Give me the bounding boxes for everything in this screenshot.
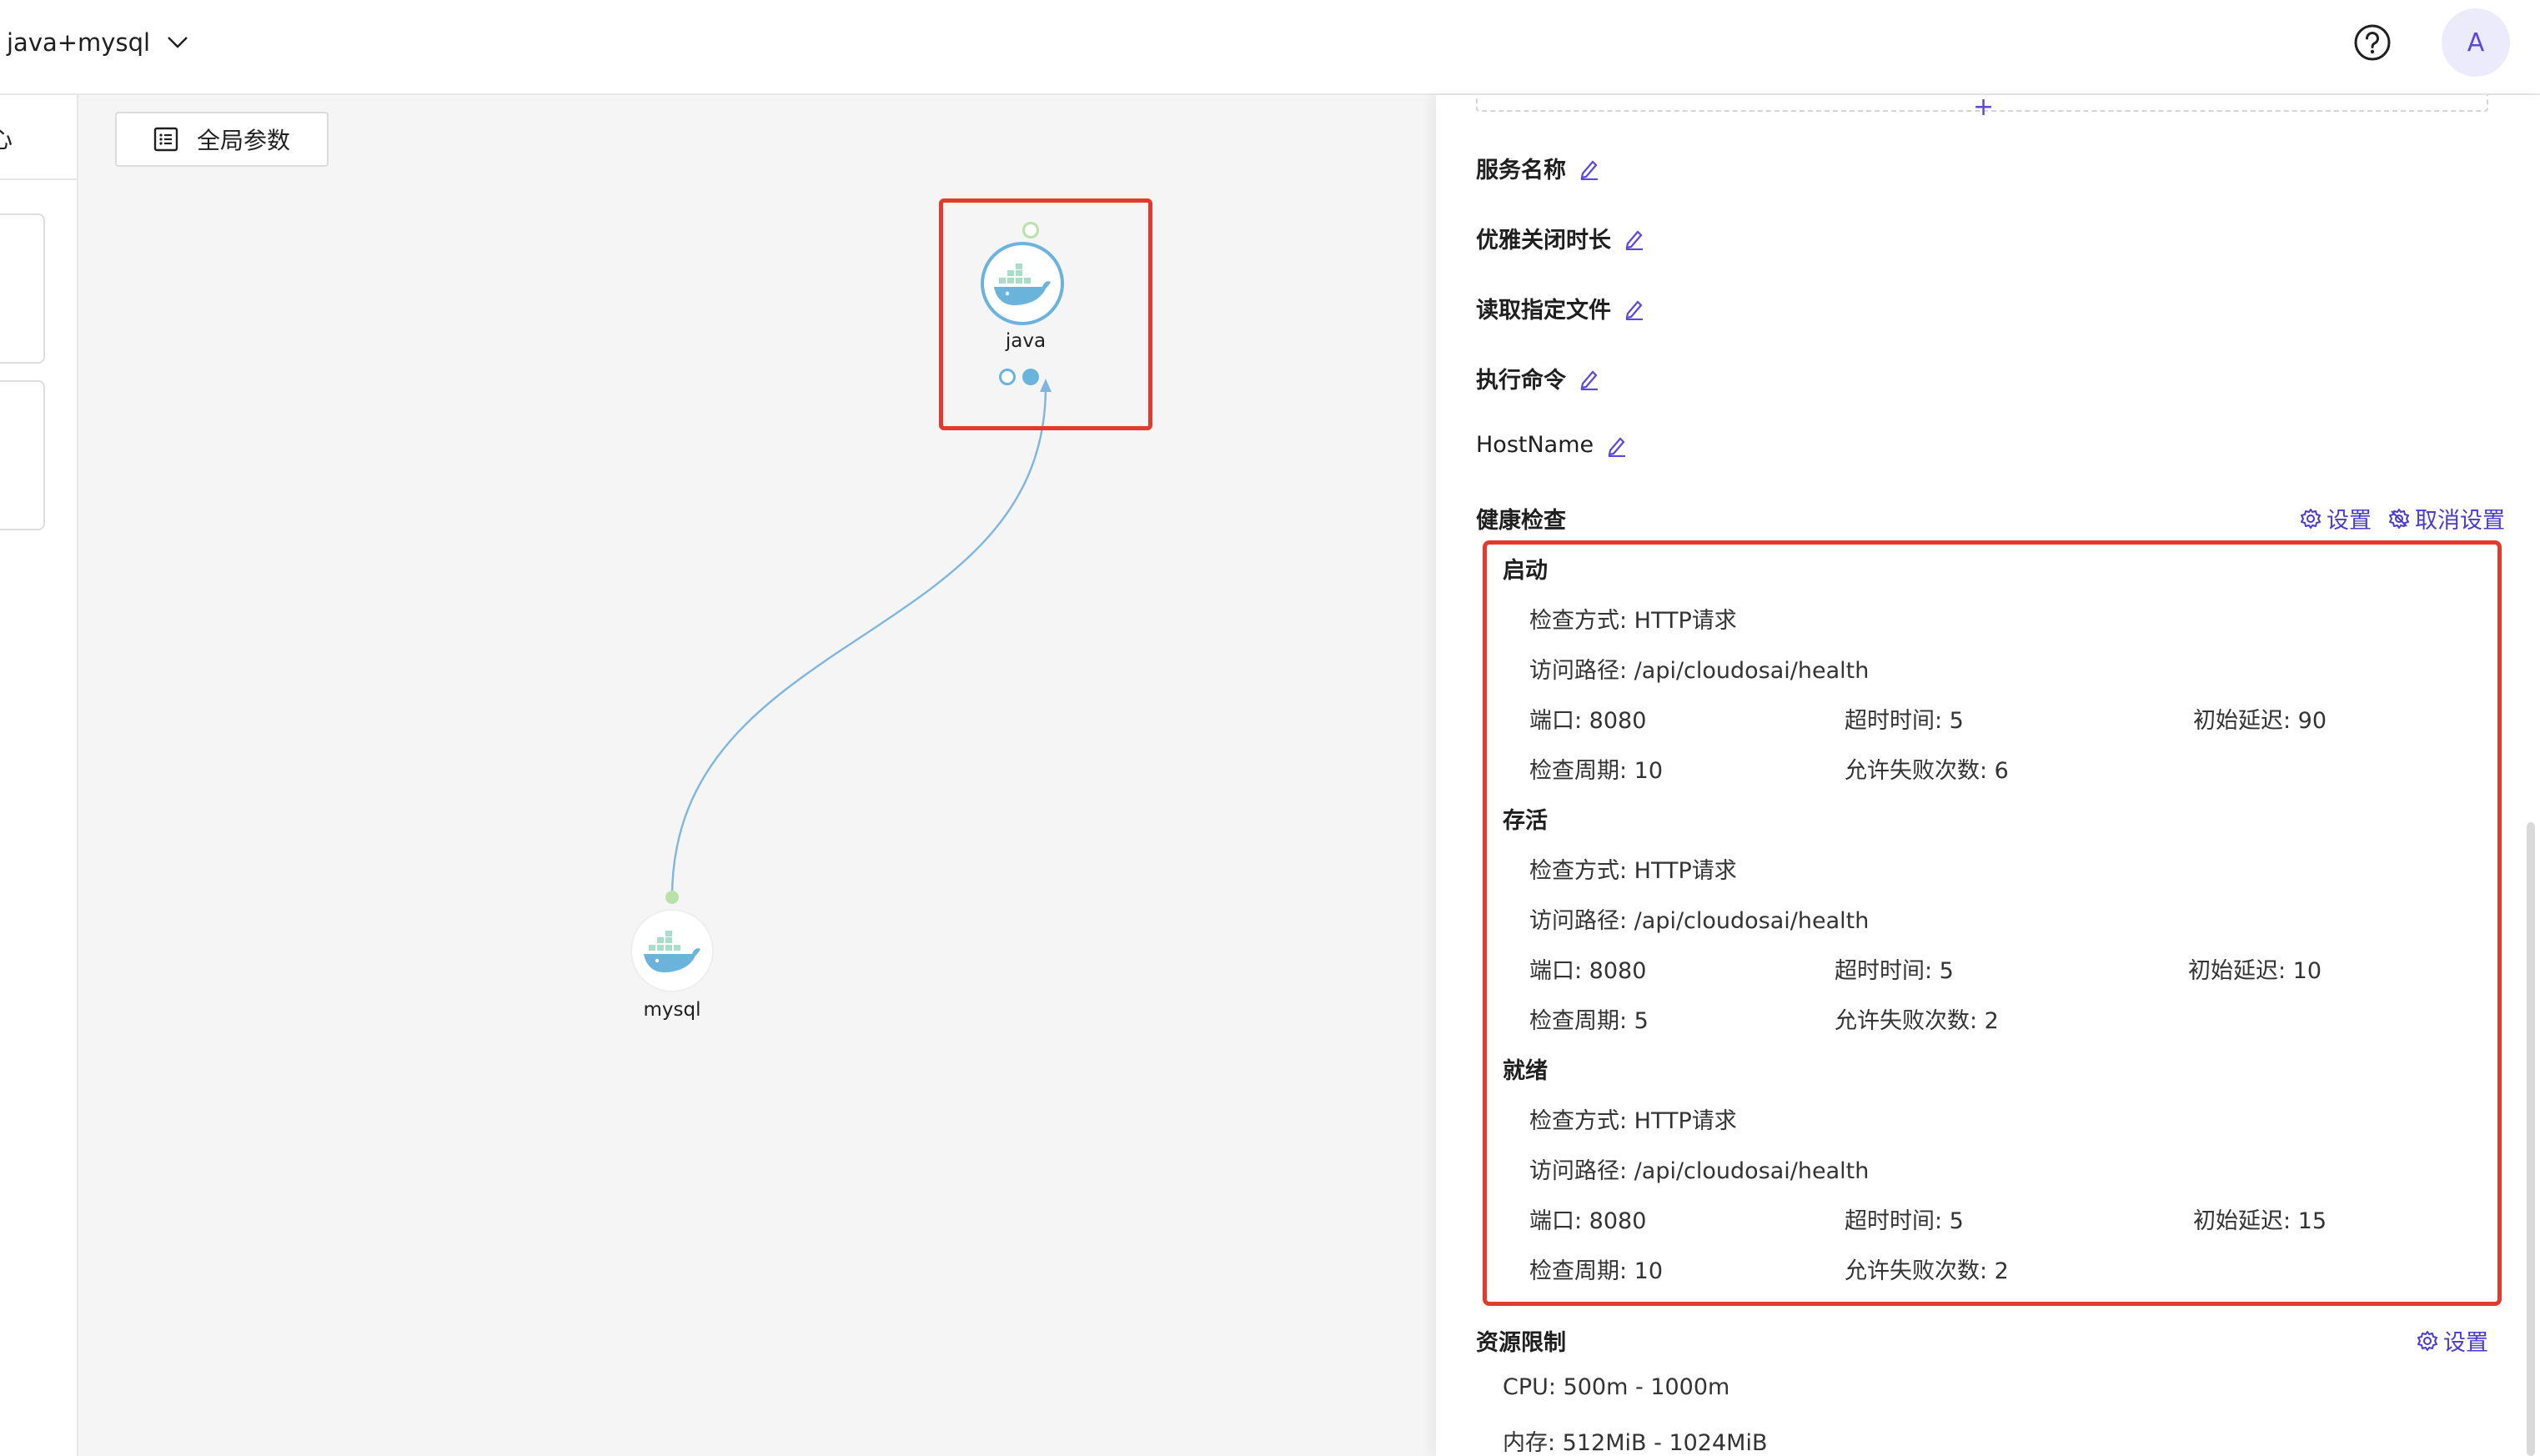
mysql-node-label: mysql bbox=[643, 999, 701, 1021]
sidebar-divider bbox=[0, 178, 77, 180]
chevron-down-icon bbox=[168, 37, 188, 48]
health-group-title: 就绪 bbox=[1503, 1058, 1548, 1084]
java-node-label: java bbox=[1005, 330, 1047, 352]
resource-cpu: CPU: 500m - 1000m bbox=[1503, 1374, 1730, 1400]
gear-icon bbox=[2301, 508, 2321, 529]
health-check-actions: 设置 取消设置 bbox=[2283, 502, 2505, 535]
health-method: 检查方式: HTTP请求 bbox=[1529, 608, 1737, 634]
gear-off-icon bbox=[2389, 508, 2409, 529]
resource-limit-title: 资源限制 bbox=[1476, 1330, 1566, 1356]
health-check-title: 健康检查 bbox=[1476, 508, 1566, 534]
top-bar: java+mysql A bbox=[0, 0, 2540, 95]
health-timeout: 超时时间: 5 bbox=[1845, 708, 1964, 734]
health-path: 访问路径: /api/cloudosai/health bbox=[1529, 1158, 1870, 1184]
user-avatar[interactable]: A bbox=[2442, 8, 2510, 77]
edit-icon[interactable] bbox=[1623, 227, 1646, 250]
field-exec-command: 执行命令 bbox=[1476, 362, 1601, 394]
health-method: 检查方式: HTTP请求 bbox=[1529, 858, 1737, 884]
service-config-panel: + 服务名称 优雅关闭时长 读取指定文件 执行命令 HostName 健康检查 … bbox=[1436, 95, 2540, 1456]
field-label: 读取指定文件 bbox=[1476, 298, 1611, 324]
add-area[interactable]: + bbox=[1476, 95, 2488, 120]
docker-icon bbox=[644, 931, 700, 972]
health-failures: 允许失败次数: 6 bbox=[1845, 758, 2009, 784]
help-icon[interactable] bbox=[2353, 23, 2392, 62]
health-method: 检查方式: HTTP请求 bbox=[1529, 1108, 1737, 1134]
java-output-port[interactable] bbox=[999, 369, 1016, 385]
edit-icon[interactable] bbox=[1578, 157, 1601, 180]
field-label: HostName bbox=[1476, 432, 1594, 458]
java-input-port[interactable] bbox=[1022, 369, 1039, 385]
field-read-file: 读取指定文件 bbox=[1476, 292, 1646, 324]
field-label: 执行命令 bbox=[1476, 368, 1566, 394]
health-initial-delay: 初始延迟: 10 bbox=[2188, 958, 2322, 984]
edit-icon[interactable] bbox=[1605, 434, 1629, 457]
project-selector[interactable]: java+mysql bbox=[7, 23, 188, 62]
mysql-top-port[interactable] bbox=[665, 891, 679, 904]
health-set-label: 设置 bbox=[2327, 508, 2372, 534]
health-failures: 允许失败次数: 2 bbox=[1835, 1008, 1999, 1034]
field-label: 服务名称 bbox=[1476, 158, 1566, 183]
sidebar-label: 心 bbox=[0, 125, 13, 153]
edit-icon[interactable] bbox=[1623, 297, 1646, 320]
global-params-label: 全局参数 bbox=[196, 127, 290, 154]
resource-set-label: 设置 bbox=[2443, 1330, 2488, 1356]
health-path: 访问路径: /api/cloudosai/health bbox=[1529, 658, 1870, 684]
health-port: 端口: 8080 bbox=[1529, 1208, 1647, 1234]
health-initial-delay: 初始延迟: 15 bbox=[2193, 1208, 2327, 1234]
java-node-circle[interactable] bbox=[981, 242, 1064, 325]
health-failures: 允许失败次数: 2 bbox=[1845, 1258, 2009, 1284]
health-set-button[interactable]: 设置 bbox=[2300, 502, 2372, 535]
field-service-name: 服务名称 bbox=[1476, 152, 1601, 184]
resource-actions: 设置 bbox=[2400, 1324, 2488, 1357]
edit-icon[interactable] bbox=[1578, 367, 1601, 390]
health-group-title: 存活 bbox=[1503, 808, 1548, 834]
health-group-title: 启动 bbox=[1503, 558, 1548, 584]
health-period: 检查周期: 5 bbox=[1529, 1008, 1649, 1034]
resource-set-button[interactable]: 设置 bbox=[2417, 1324, 2488, 1357]
topology-canvas[interactable]: 全局参数 bbox=[78, 95, 1436, 1456]
health-timeout: 超时时间: 5 bbox=[1835, 958, 1954, 984]
panel-scrollbar[interactable] bbox=[2527, 822, 2535, 1456]
sidebar-card[interactable] bbox=[0, 213, 45, 364]
health-port: 端口: 8080 bbox=[1529, 958, 1647, 984]
health-check-highlight bbox=[1483, 540, 2502, 1306]
plus-icon: + bbox=[1973, 95, 1995, 122]
health-path: 访问路径: /api/cloudosai/health bbox=[1529, 908, 1870, 934]
project-name: java+mysql bbox=[7, 28, 151, 57]
health-port: 端口: 8080 bbox=[1529, 708, 1647, 734]
sidebar-card[interactable] bbox=[0, 380, 45, 530]
java-node[interactable]: java bbox=[939, 198, 1152, 430]
avatar-letter: A bbox=[2467, 28, 2485, 58]
mysql-node[interactable]: mysql bbox=[605, 887, 739, 1054]
list-icon bbox=[153, 127, 178, 152]
health-timeout: 超时时间: 5 bbox=[1845, 1208, 1964, 1234]
health-unset-button[interactable]: 取消设置 bbox=[2388, 502, 2505, 535]
health-unset-label: 取消设置 bbox=[2415, 508, 2505, 534]
java-top-port[interactable] bbox=[1022, 222, 1039, 238]
health-period: 检查周期: 10 bbox=[1529, 758, 1664, 784]
dependency-edge[interactable] bbox=[78, 95, 1436, 1456]
field-hostname: HostName bbox=[1476, 432, 1629, 458]
field-label: 优雅关闭时长 bbox=[1476, 228, 1611, 254]
resource-memory: 内存: 512MiB - 1024MiB bbox=[1503, 1430, 1768, 1456]
global-params-button[interactable]: 全局参数 bbox=[115, 112, 329, 167]
java-node-selection bbox=[939, 198, 1152, 430]
health-period: 检查周期: 10 bbox=[1529, 1258, 1664, 1284]
health-initial-delay: 初始延迟: 90 bbox=[2193, 708, 2327, 734]
left-sidebar: 心 bbox=[0, 95, 78, 1456]
mysql-node-circle[interactable] bbox=[630, 909, 714, 992]
docker-icon bbox=[994, 264, 1051, 305]
gear-icon bbox=[2417, 1330, 2437, 1351]
field-graceful-shutdown: 优雅关闭时长 bbox=[1476, 222, 1646, 254]
